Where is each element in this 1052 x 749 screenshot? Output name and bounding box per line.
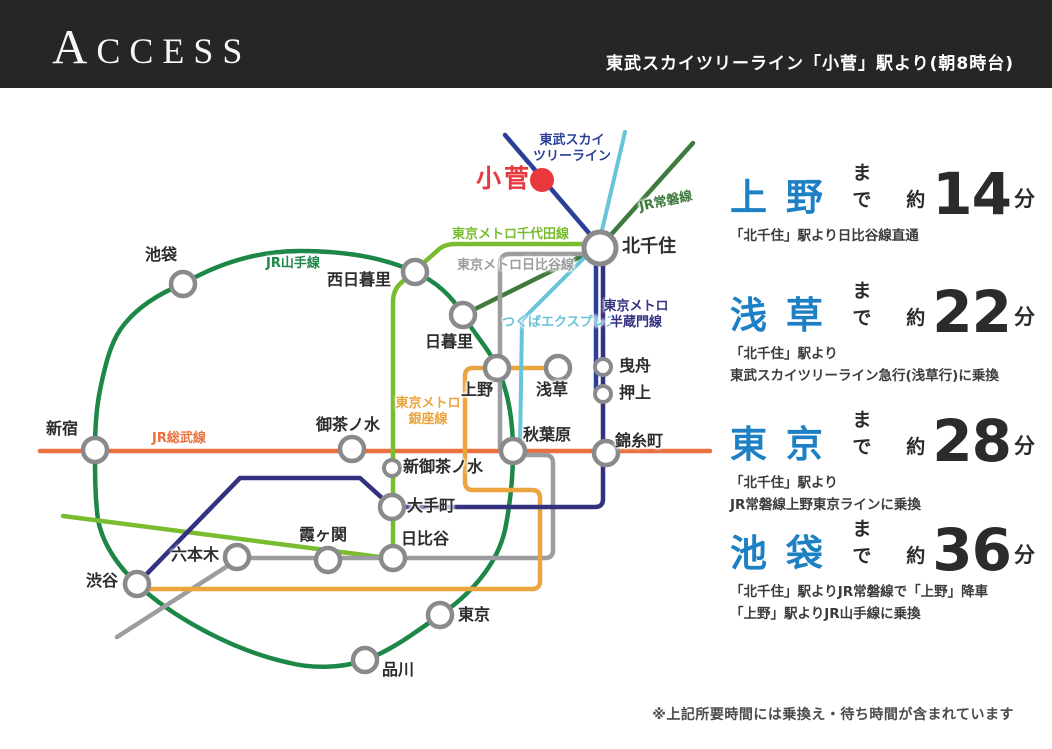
station-circle — [378, 543, 408, 573]
station-circle — [337, 434, 367, 464]
station-circle — [581, 229, 619, 267]
made-label: まで — [852, 518, 874, 567]
station-circle — [382, 458, 402, 478]
destination-name: 東 京 — [730, 423, 826, 466]
station-circle — [122, 569, 152, 599]
line-hanzomon — [134, 260, 606, 587]
note-line: 「北千住」駅よりJR常磐線で「上野」降車 — [730, 584, 989, 600]
minutes-value: 22 — [932, 277, 1012, 346]
station-circle — [425, 600, 455, 630]
footnote: ※上記所要時間には乗換え・待ち時間が含まれています — [652, 707, 1014, 723]
note-line: 「北千住」駅より — [730, 346, 838, 362]
minutes-value: 36 — [932, 515, 1012, 584]
made-label: まで — [852, 162, 874, 211]
station-circle — [448, 300, 478, 330]
approx-label: 約 — [906, 545, 926, 567]
line-ginza — [134, 365, 549, 592]
access-logo-rest: CCESS — [96, 31, 252, 71]
approx-label: 約 — [906, 436, 926, 458]
line-tx — [518, 130, 627, 450]
header-subtitle: 東武スカイツリーライン「小菅」駅より(朝8時台) — [605, 54, 1014, 74]
origin-station-dot — [530, 168, 554, 192]
station-circle — [222, 542, 252, 572]
station-circle — [593, 357, 613, 377]
minutes-unit: 分 — [1014, 187, 1035, 211]
line-hibiya — [114, 251, 587, 640]
access-logo-initial: A — [52, 19, 97, 74]
minutes-unit: 分 — [1014, 543, 1035, 567]
station-circle — [313, 545, 343, 575]
destination-row-ikebukuro: 池 袋 まで 約 36 分 「北千住」駅よりJR常磐線で「上野」降車 「上野」駅… — [730, 514, 1035, 625]
note-line: 「上野」駅よりJR山手線に乗換 — [730, 606, 921, 622]
destination-heading: 浅 草 まで 約 22 分 — [730, 276, 1035, 346]
station-circle — [498, 436, 528, 466]
destination-heading: 池 袋 まで 約 36 分 — [730, 514, 1035, 584]
made-label: まで — [852, 280, 874, 329]
destination-notes: 「北千住」駅よりJR常磐線で「上野」降車 「上野」駅よりJR山手線に乗換 — [730, 581, 1035, 625]
minutes-value: 14 — [932, 159, 1012, 228]
station-circle — [350, 645, 380, 675]
destination-heading: 上 野 まで 約 14 分 — [730, 158, 1035, 228]
destination-row-ueno: 上 野 まで 約 14 分 「北千住」駅より日比谷線直通 — [730, 158, 1035, 247]
destination-notes: 「北千住」駅より JR常磐線上野東京ラインに乗換 — [730, 472, 1035, 516]
destination-notes: 「北千住」駅より 東武スカイツリーライン急行(浅草行)に乗換 — [730, 343, 1035, 387]
minutes-unit: 分 — [1014, 434, 1035, 458]
approx-label: 約 — [906, 189, 926, 211]
destination-row-asakusa: 浅 草 まで 約 22 分 「北千住」駅より 東武スカイツリーライン急行(浅草行… — [730, 276, 1035, 387]
line-joban — [460, 140, 696, 318]
approx-label: 約 — [906, 307, 926, 329]
minutes-value: 28 — [932, 406, 1012, 475]
destination-name: 上 野 — [730, 176, 826, 219]
destination-name: 池 袋 — [730, 532, 826, 575]
station-circle — [80, 435, 110, 465]
minutes-unit: 分 — [1014, 305, 1035, 329]
station-circle — [168, 269, 198, 299]
made-label: まで — [852, 409, 874, 458]
station-circle — [591, 438, 621, 468]
station-circle — [400, 257, 430, 287]
station-circle — [543, 353, 573, 383]
destination-row-tokyo: 東 京 まで 約 28 分 「北千住」駅より JR常磐線上野東京ラインに乗換 — [730, 405, 1035, 516]
destination-notes: 「北千住」駅より日比谷線直通 — [730, 225, 1035, 247]
station-circle — [377, 492, 407, 522]
destination-name: 浅 草 — [730, 294, 826, 337]
station-circle — [482, 353, 512, 383]
station-circle — [593, 384, 613, 404]
note-line: 「北千住」駅より日比谷線直通 — [730, 228, 919, 244]
note-line: 東武スカイツリーライン急行(浅草行)に乗換 — [730, 368, 999, 384]
note-line: JR常磐線上野東京ラインに乗換 — [730, 497, 921, 513]
note-line: 「北千住」駅より — [730, 475, 838, 491]
destination-heading: 東 京 まで 約 28 分 — [730, 405, 1035, 475]
